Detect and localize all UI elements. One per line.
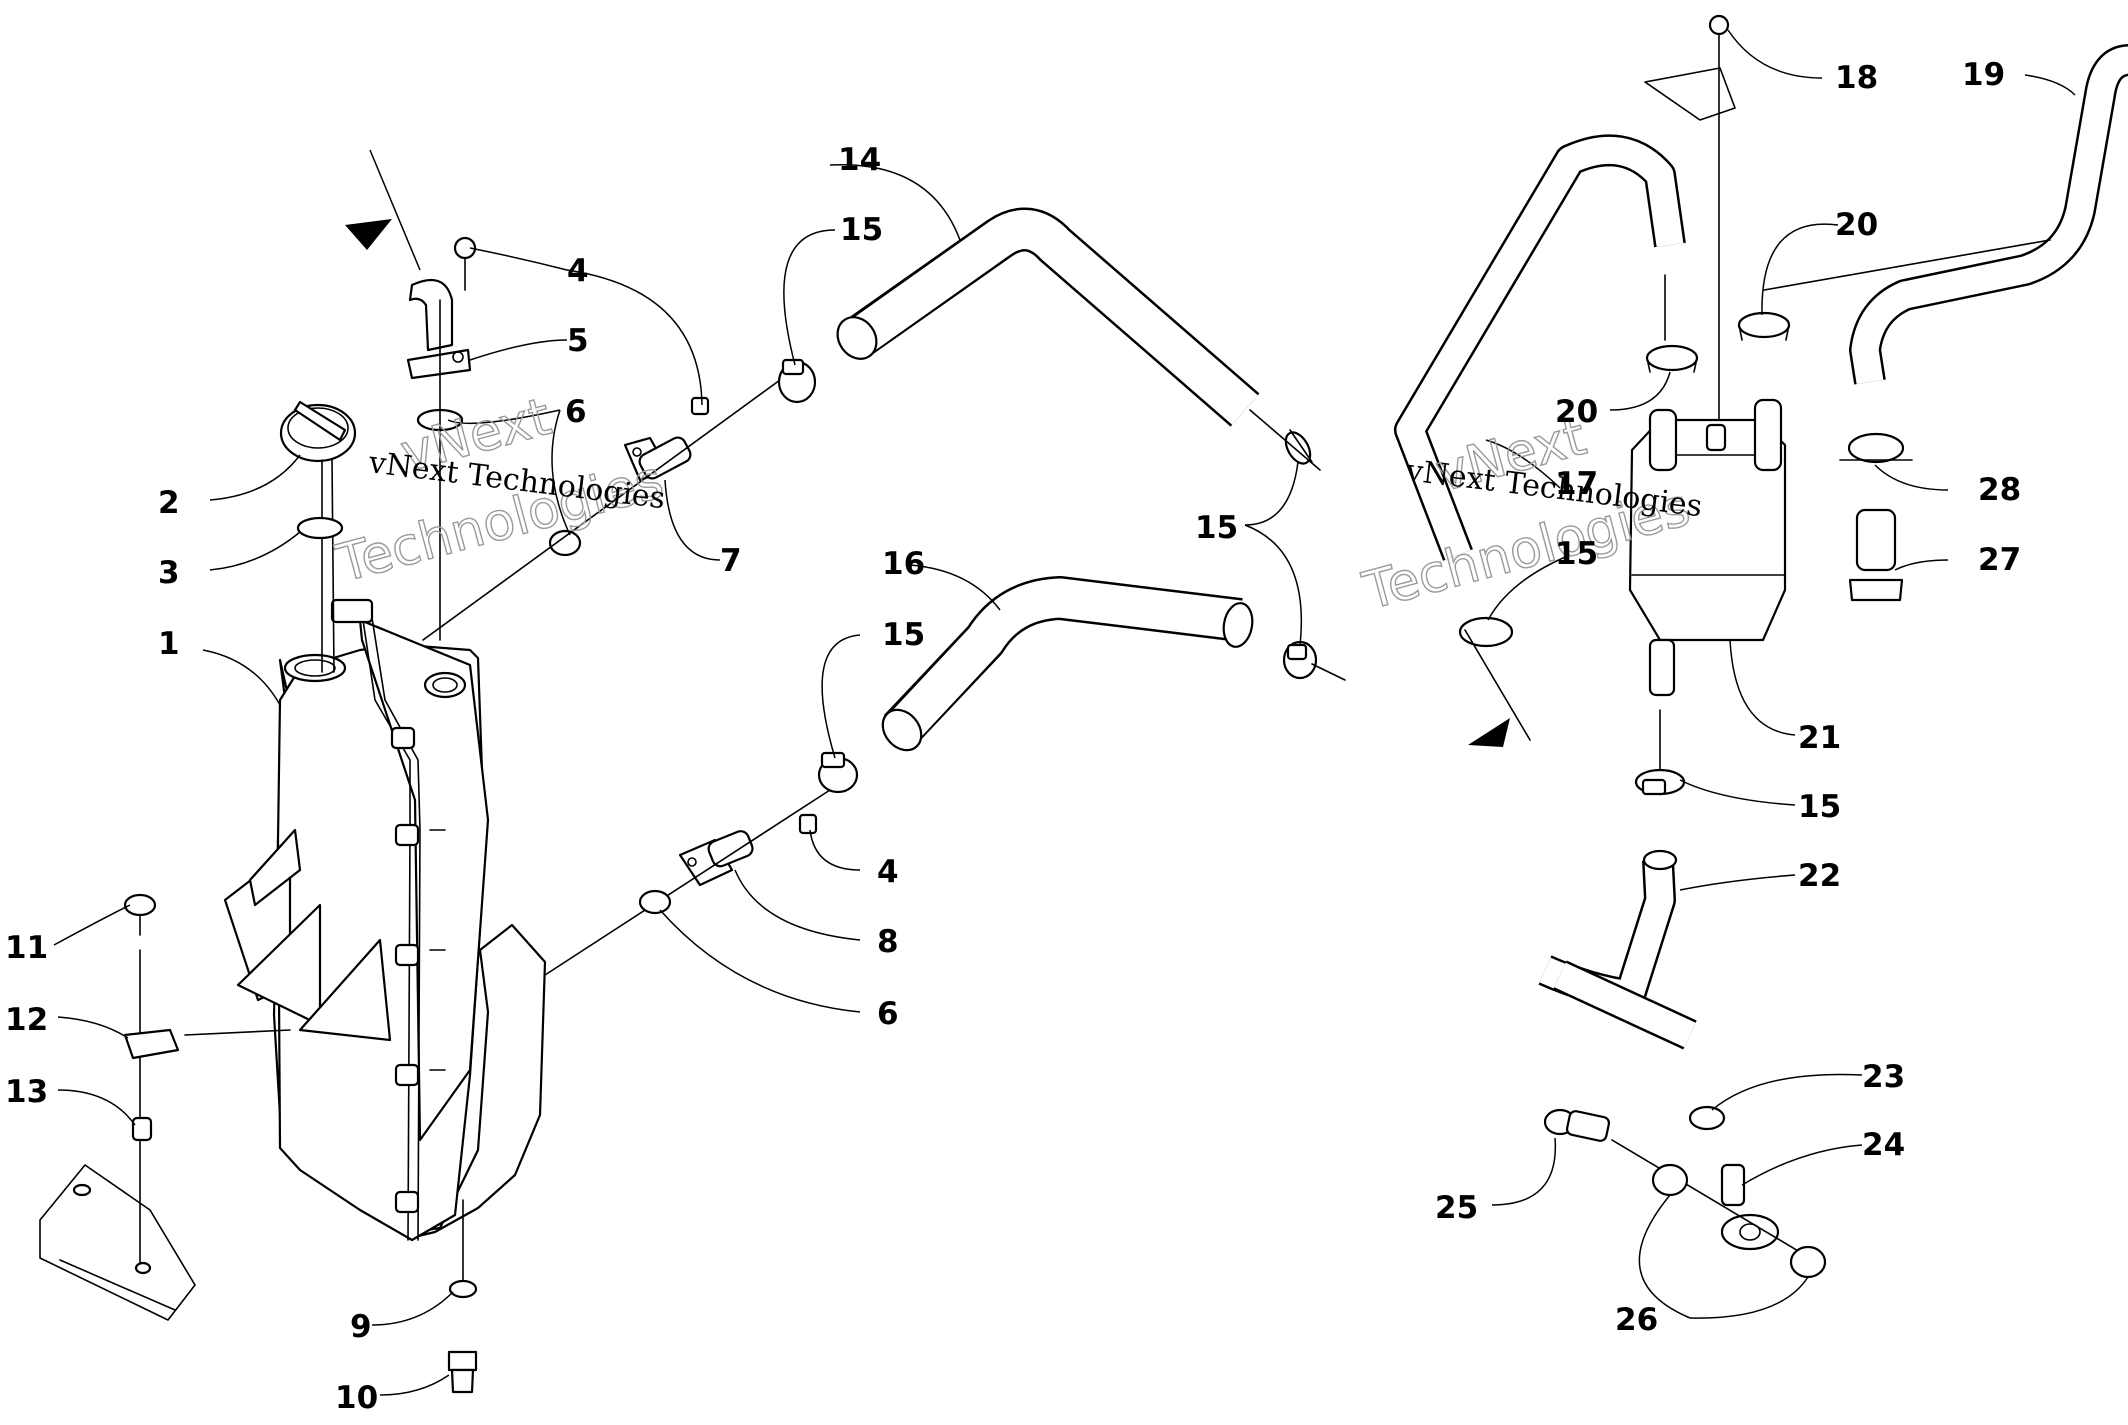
callout-20b: 20 — [1555, 394, 1598, 430]
direction-arrow-lower — [1468, 718, 1510, 747]
clamp-20-left — [1645, 274, 1699, 373]
banjo-bolt-25 — [1543, 1108, 1611, 1142]
clamp-15-e — [1458, 616, 1531, 741]
oil-cap — [279, 400, 357, 673]
callout-18: 18 — [1835, 60, 1878, 96]
clamp-28 — [1839, 432, 1913, 464]
callout-20a: 20 — [1835, 207, 1878, 243]
hose-17 — [1394, 134, 1686, 561]
callout-21: 21 — [1798, 720, 1841, 756]
callout-12: 12 — [5, 1002, 48, 1038]
callout-22: 22 — [1798, 858, 1841, 894]
callout-14: 14 — [838, 142, 881, 178]
leader-lines — [53, 29, 2076, 1396]
fitting-8 — [678, 830, 754, 887]
chassis-bracket — [39, 1164, 196, 1321]
hose-16 — [881, 576, 1254, 752]
callout-15c: 15 — [882, 617, 925, 653]
o-ring-6-mid — [548, 529, 582, 557]
callout-10: 10 — [335, 1380, 378, 1416]
callout-19: 19 — [1962, 57, 2005, 93]
callout-15b: 15 — [1195, 510, 1238, 546]
washer-9 — [448, 1279, 478, 1299]
bolt-11 — [123, 893, 157, 936]
nut-18 — [1708, 14, 1730, 421]
filter-27 — [1848, 508, 1904, 602]
clamp-15-c — [817, 751, 859, 794]
callout-6: 6 — [565, 394, 587, 430]
oil-tank — [223, 598, 547, 1242]
clamp-15-d — [1282, 640, 1346, 681]
callout-4: 4 — [567, 253, 589, 289]
bolt-4-small — [690, 396, 710, 416]
callout-28: 28 — [1978, 472, 2021, 508]
bracket-outline — [1644, 67, 1736, 121]
callout-16: 16 — [882, 546, 925, 582]
watermark-left: Technologies vNext vNext Technologies — [330, 386, 671, 595]
callout-9: 9 — [350, 1309, 372, 1345]
hose-22 — [1538, 849, 1697, 1050]
grommet-13 — [131, 1116, 153, 1142]
callout-26: 26 — [1615, 1302, 1658, 1338]
callout-6b: 6 — [877, 996, 899, 1032]
clamp-23 — [1688, 1105, 1726, 1131]
washer-26-a — [1651, 1163, 1689, 1197]
callout-2: 2 — [158, 485, 180, 521]
bolt-4-top — [453, 236, 477, 291]
clamp-15-f — [1634, 709, 1686, 796]
callout-24: 24 — [1862, 1127, 1905, 1163]
callout-27: 27 — [1978, 542, 2021, 578]
callout-17: 17 — [1555, 466, 1598, 502]
callout-4b: 4 — [877, 854, 899, 890]
hose-19 — [1763, 44, 2128, 385]
callout-11: 11 — [5, 930, 48, 966]
callout-7: 7 — [720, 543, 742, 579]
callout-13: 13 — [5, 1074, 48, 1110]
vent-elbow — [406, 278, 472, 380]
o-ring-3 — [296, 516, 344, 540]
clamp-20-right — [1737, 311, 1791, 341]
clamp-15-b — [1249, 409, 1321, 471]
callout-8: 8 — [877, 924, 899, 960]
clamp-15-a — [777, 358, 817, 404]
hose-14 — [836, 207, 1260, 427]
callout-25: 25 — [1435, 1190, 1478, 1226]
callout-15e: 15 — [1555, 536, 1598, 572]
bolt-4-lower — [798, 813, 818, 835]
callout-3: 3 — [158, 555, 180, 591]
callout-5: 5 — [567, 323, 589, 359]
callout-1: 1 — [158, 626, 180, 662]
o-ring-6-low — [638, 889, 672, 915]
callout-23: 23 — [1862, 1059, 1905, 1095]
canister-21 — [1628, 398, 1787, 697]
callout-labels: 1 2 3 4 5 6 7 4 8 6 9 10 11 12 13 14 15 … — [5, 57, 2021, 1416]
drain-plug-10 — [447, 1350, 478, 1394]
callout-15a: 15 — [840, 212, 883, 248]
callout-15f: 15 — [1798, 789, 1841, 825]
direction-arrow-top-left — [345, 149, 421, 271]
banjo-24 — [1720, 1163, 1780, 1251]
clip-12 — [123, 1028, 180, 1060]
washer-26-b — [1789, 1245, 1827, 1279]
